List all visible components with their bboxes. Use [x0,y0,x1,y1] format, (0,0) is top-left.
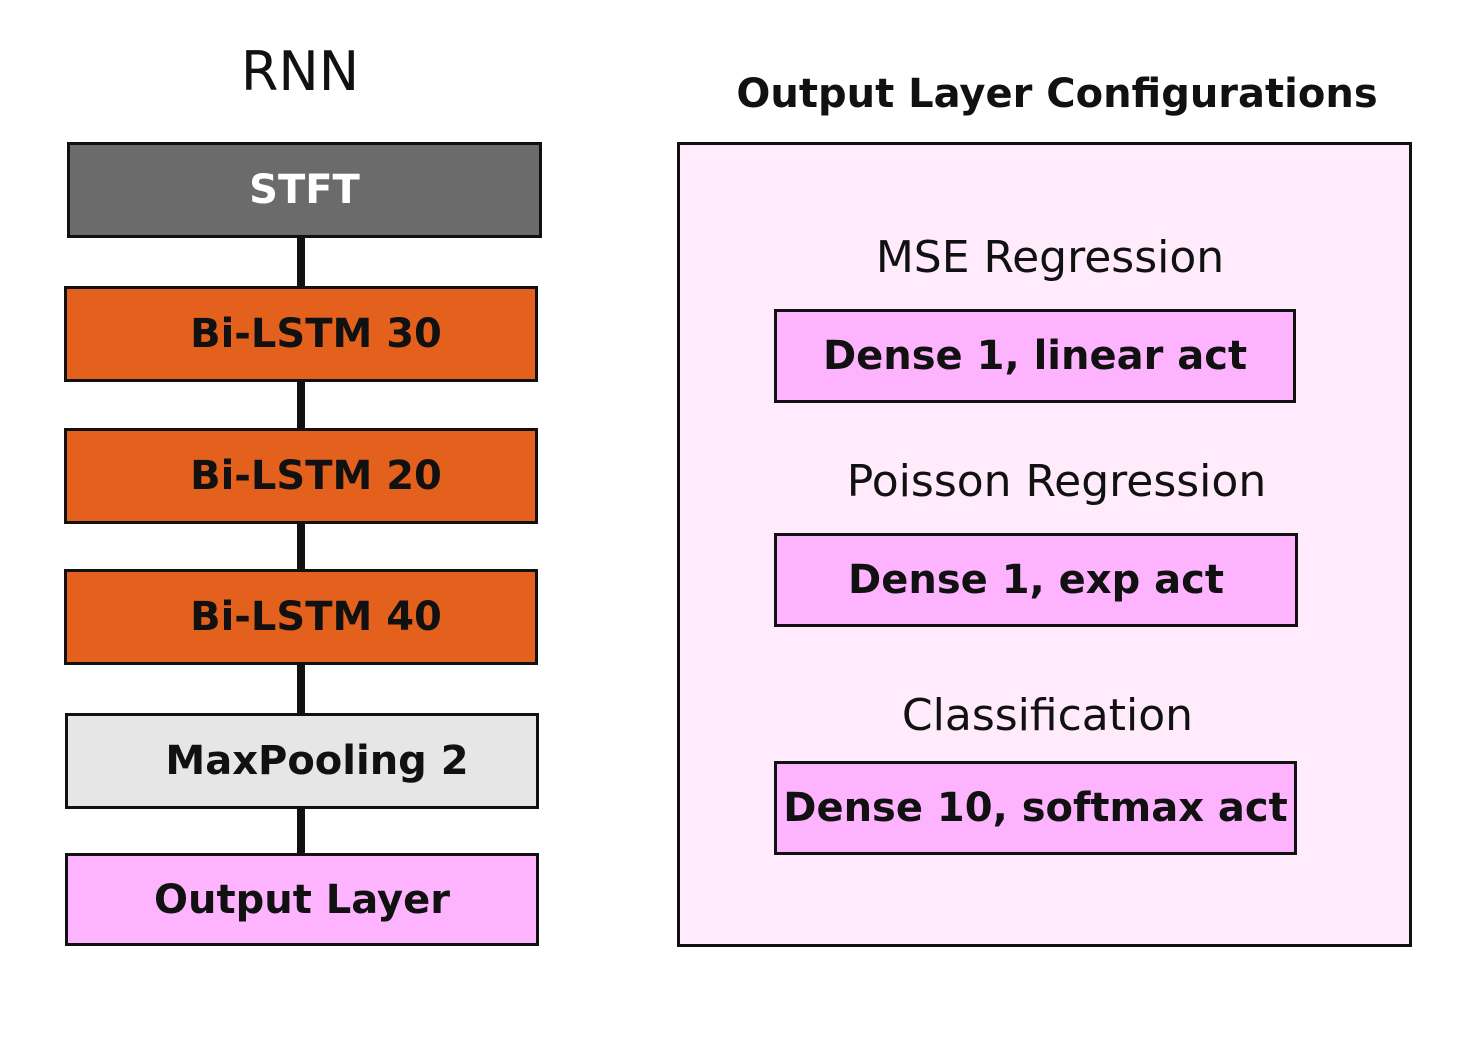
poisson-regression-layer: Dense 1, exp act [774,533,1298,627]
stft-block: STFT [67,142,542,238]
bi-lstm-40-block: Bi-LSTM 40 [64,569,538,665]
connector-maxpool-output [297,807,305,855]
poisson-regression-heading: Poisson Regression [846,456,1267,507]
output-configs-panel: MSE Regression Dense 1, linear act Poiss… [677,142,1412,947]
mse-regression-heading: MSE Regression [875,232,1225,283]
bi-lstm-40-label: Bi-LSTM 40 [190,594,442,640]
maxpooling-block: MaxPooling 2 [65,713,539,809]
bi-lstm-30-label: Bi-LSTM 30 [190,311,442,357]
classification-layer: Dense 10, softmax act [774,761,1297,855]
maxpooling-label: MaxPooling 2 [165,738,469,784]
stft-label: STFT [249,167,360,213]
rnn-title: RNN [240,40,360,103]
bi-lstm-20-label: Bi-LSTM 20 [190,453,442,499]
connector-lstm40-maxpool [297,663,305,715]
connector-stft-lstm30 [297,236,305,288]
output-layer-label: Output Layer [154,876,450,923]
bi-lstm-20-block: Bi-LSTM 20 [64,428,538,524]
mse-regression-layer-label: Dense 1, linear act [822,333,1248,379]
output-layer-block: Output Layer [65,853,539,946]
classification-layer-label: Dense 10, softmax act [783,785,1288,831]
classification-heading: Classification [901,690,1194,741]
mse-regression-layer: Dense 1, linear act [774,309,1296,403]
bi-lstm-30-block: Bi-LSTM 30 [64,286,538,382]
connector-lstm30-lstm20 [297,380,305,430]
connector-lstm20-lstm40 [297,522,305,572]
output-configs-title: Output Layer Configurations [736,71,1378,117]
poisson-regression-layer-label: Dense 1, exp act [848,557,1224,603]
